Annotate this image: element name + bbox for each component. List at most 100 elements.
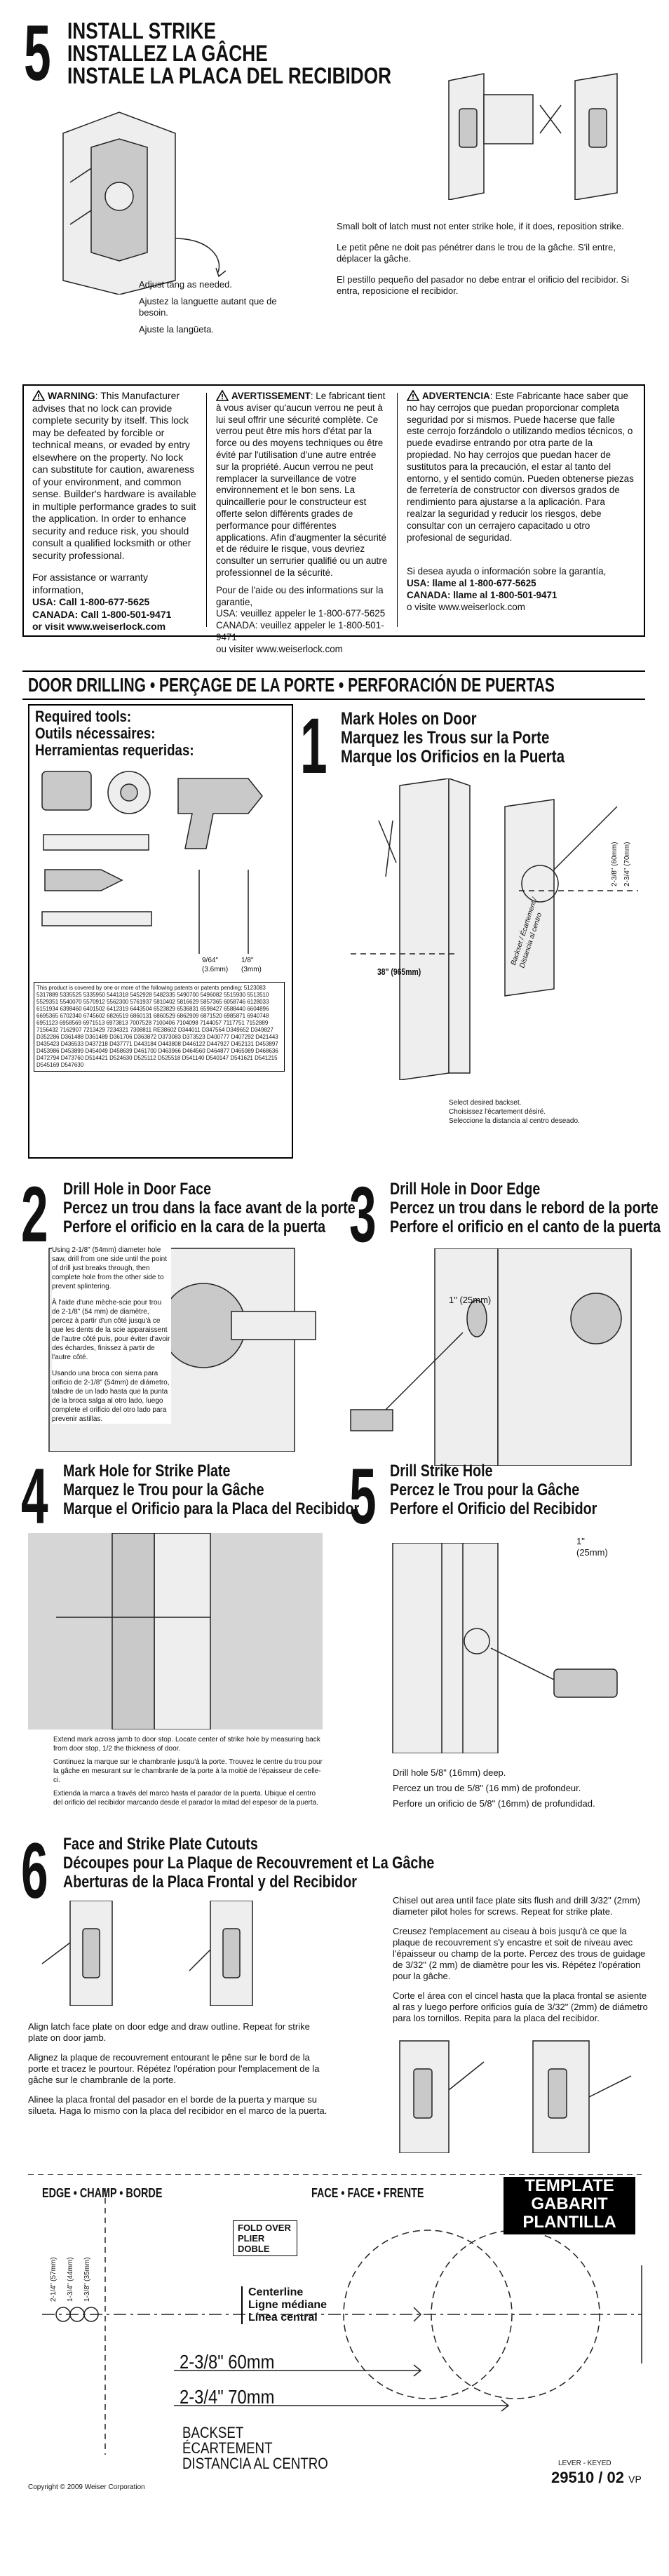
adjust-fr: Ajustez la languette autant que de besoi…	[139, 296, 277, 318]
warning-es: ADVERTENCIA: Este Fabricante hace saber …	[407, 390, 635, 614]
patent-notice: This product is covered by one or more o…	[34, 982, 285, 1072]
bolt-note-es: El pestillo pequeño del pasador no debe …	[337, 274, 629, 296]
warning-en-body: : This Manufacturer advises that no lock…	[32, 390, 196, 561]
warning-fr-canada: CANADA: veuillez appeler le 1-800-501-94…	[216, 620, 384, 642]
step3-es: Perfore el orificio en el canto de la pu…	[390, 1218, 661, 1236]
warning-es-head: ADVERTENCIA	[422, 391, 490, 401]
bit-size-2: 1/8" (3mm)	[241, 957, 262, 973]
tools-fr: Outils nécessaires:	[35, 724, 156, 742]
warning-fr-usa: USA: veuillez appeler le 1-800-677-5625	[216, 608, 386, 619]
template-backset-b: 2-3/4" 70mm	[180, 2386, 275, 2408]
step5-note: Drill hole 5/8" (16mm) deep. Percez un t…	[393, 1767, 645, 1809]
backset-3: DISTANCIA AL CENTRO	[182, 2455, 328, 2472]
step5-en: Drill Strike Hole	[390, 1462, 493, 1481]
warning-es-web: o visite www.weiserlock.com	[407, 601, 525, 612]
fold-1: FOLD OVER	[238, 2223, 291, 2233]
template-backset-a: 2-3/8" 60mm	[180, 2351, 275, 2373]
step4-note-es: Extienda la marca a través del marco has…	[53, 1790, 318, 1807]
step1-number: 1	[300, 702, 327, 790]
step3-heading: Drill Hole in Door Edge Percez un trou d…	[390, 1180, 661, 1236]
step2-note-fr: À l'aide d'une mèche-scie pour trou de 2…	[52, 1299, 170, 1361]
step-number: 5	[24, 9, 51, 97]
step2-note-en: Using 2-1/8" (54mm) diameter hole saw, d…	[52, 1246, 167, 1290]
warning-box	[22, 384, 645, 637]
backset-1: BACKSET	[182, 2424, 244, 2441]
step6-en: Face and Strike Plate Cutouts	[63, 1835, 258, 1854]
warning-en-head: WARNING	[48, 390, 95, 401]
step6-right-note: Chisel out area until face plate sits fl…	[393, 1895, 652, 2024]
tools-illustration	[41, 771, 263, 954]
step2-heading: Drill Hole in Door Face Percez un trou d…	[63, 1180, 356, 1236]
warning-fr-assist: Pour de l'aide ou des informations sur l…	[216, 584, 384, 607]
template-title-3: PLANTILLA	[522, 2213, 616, 2232]
warning-fr-body: : Le fabricant tient à vous aviser qu'au…	[216, 391, 388, 578]
door-drilling-title: DOOR DRILLING • PERÇAGE DE LA PORTE • PE…	[28, 674, 555, 696]
step6-right-illustration	[399, 2040, 632, 2153]
warning-fr-web: ou visiter www.weiserlock.com	[216, 643, 343, 654]
warning-es-assist: Si desea ayuda o información sobre la ga…	[407, 566, 607, 577]
copyright: Copyright © 2009 Weiser Corporation	[28, 2483, 145, 2491]
drilling-rule-top	[22, 670, 645, 672]
step2-note: Using 2-1/8" (54mm) diameter hole saw, d…	[52, 1246, 171, 1424]
step3-fr: Percez un trou dans le rebord de la port…	[390, 1199, 658, 1218]
step3-en: Drill Hole in Door Edge	[390, 1180, 541, 1199]
part-number: 29510 / 02 VP	[551, 2469, 642, 2487]
template-title-box: TEMPLATE GABARIT PLANTILLA	[504, 2177, 635, 2234]
step6-right-fr: Creusez l'emplacement au ciseau à bois j…	[393, 1926, 646, 1981]
step6-left-es: Alinee la placa frontal del pasador en e…	[28, 2094, 327, 2116]
step4-en: Mark Hole for Strike Plate	[63, 1462, 231, 1481]
warning-es-usa: USA: llame al 1-800-677-5625	[407, 578, 536, 589]
strike-title-es: INSTALE LA PLACA DEL RECIBIDOR	[67, 63, 392, 88]
step1-backset-b: 2-3/4" (70mm)	[623, 842, 631, 886]
template-title-2: GABARIT	[531, 2194, 608, 2213]
step6-left-note: Align latch face plate on door edge and …	[28, 2021, 330, 2117]
step3-dim: 1" (25mm)	[449, 1295, 492, 1305]
bolt-note-en: Small bolt of latch must not enter strik…	[337, 221, 624, 231]
strike-title: INSTALL STRIKE INSTALLEZ LA GÂCHE INSTAL…	[67, 20, 391, 87]
adjust-es: Ajuste la langüeta.	[139, 324, 214, 335]
step4-es: Marque el Orificio para la Placa del Rec…	[63, 1499, 360, 1518]
step4-illustration	[28, 1533, 323, 1729]
warning-en-canada: CANADA: Call 1-800-501-9471	[32, 608, 172, 620]
warning-icon	[216, 390, 229, 401]
warning-en: WARNING: This Manufacturer advises that …	[32, 390, 199, 633]
part-suffix: VP	[628, 2474, 642, 2485]
adjust-en: Adjust tang as needed.	[139, 279, 232, 290]
center-1: Centerline	[248, 2286, 304, 2298]
step1-es: Marque los Orificios en la Puerta	[341, 747, 565, 767]
fold-2: PLIER	[238, 2233, 265, 2244]
template-face-label: FACE • FACE • FRENTE	[311, 2186, 424, 2200]
step1-fr: Marquez les Trous sur la Porte	[341, 728, 550, 748]
part-no: 29510 / 02	[551, 2469, 624, 2486]
warning-es-canada: CANADA: llame al 1-800-501-9471	[407, 589, 558, 600]
step5-note-en: Drill hole 5/8" (16mm) deep.	[393, 1767, 506, 1778]
warning-fr: AVERTISSEMENT: Le fabricant tient à vous…	[216, 390, 388, 656]
step4-number: 4	[21, 1452, 48, 1540]
step4-fr: Marquez le Trou pour la Gâche	[63, 1481, 264, 1499]
drilling-rule-bottom	[22, 699, 645, 700]
centerline-label: Centerline Ligne médiane Línea central	[241, 2286, 327, 2324]
strike-install-illustration	[62, 112, 227, 295]
step5-number: 5	[349, 1452, 377, 1540]
strike-bolt-illustration	[448, 73, 618, 200]
warning-en-web: or visit www.weiserlock.com	[32, 621, 166, 632]
warning-divider	[206, 393, 207, 627]
step2-fr: Percez un trou dans la face avant de la …	[63, 1199, 356, 1218]
warning-es-body: : Este Fabricante hace saber que no hay …	[407, 391, 634, 543]
step1-heading: Mark Holes on Door Marquez les Trous sur…	[341, 710, 565, 767]
select-es: Seleccione la distancia al centro desead…	[449, 1117, 580, 1125]
step6-number: 6	[21, 1827, 48, 1915]
warning-en-usa: USA: Call 1-800-677-5625	[32, 596, 150, 607]
strike-title-en: INSTALL STRIKE	[67, 18, 216, 43]
template-dim-b: 1-3/4" (44mm)	[67, 2257, 74, 2302]
bolt-note-fr: Le petit pêne ne doit pas pénétrer dans …	[337, 242, 616, 264]
step4-note-fr: Continuez la marque sur le chambranle ju…	[53, 1758, 323, 1784]
warning-icon	[407, 390, 419, 401]
template-dim-c: 1-3/8" (35mm)	[83, 2257, 91, 2302]
step6-left-fr: Alignez la plaque de recouvrement entour…	[28, 2052, 320, 2085]
step6-left-en: Align latch face plate on door edge and …	[28, 2021, 310, 2043]
step1-backset-a: 2-3/8" (60mm)	[611, 842, 619, 886]
tools-es: Herramientas requeridas:	[35, 741, 194, 759]
step5-es: Perfore el Orificio del Recibidor	[390, 1499, 597, 1518]
warning-icon	[32, 390, 45, 401]
